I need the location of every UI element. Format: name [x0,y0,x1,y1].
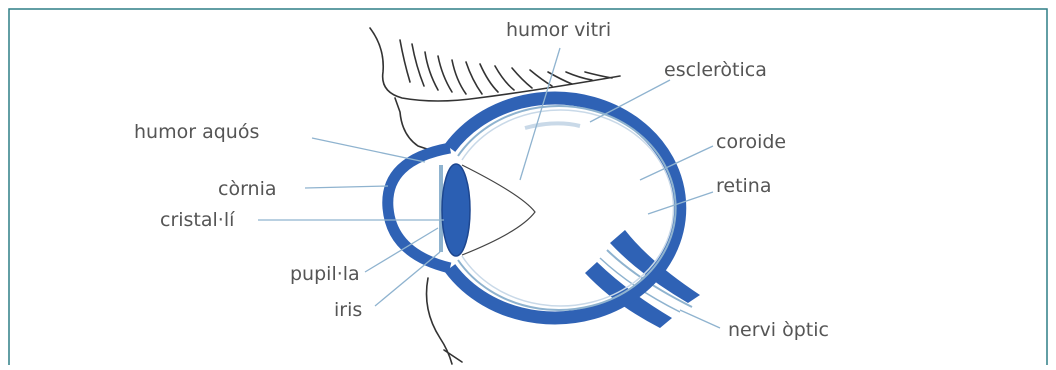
label-retina: retina [716,175,772,197]
label-sclera: escleròtica [664,59,767,81]
label-cornea: còrnia [218,178,277,200]
eyeball [388,98,680,318]
label-aqueous-humor: humor aquós [134,121,259,143]
label-choroid: coroide [716,131,786,153]
label-vitreous-humor: humor vitri [506,19,611,41]
label-optic-nerve: nervi òptic [728,319,829,341]
leader-optic-nerve [680,310,720,328]
lens [442,164,470,256]
label-lens: cristal·lí [160,209,235,231]
leader-cornea [305,186,388,188]
label-iris: iris [334,299,362,321]
label-pupil: pupil·la [290,263,360,285]
leader-aqueous [312,138,425,162]
